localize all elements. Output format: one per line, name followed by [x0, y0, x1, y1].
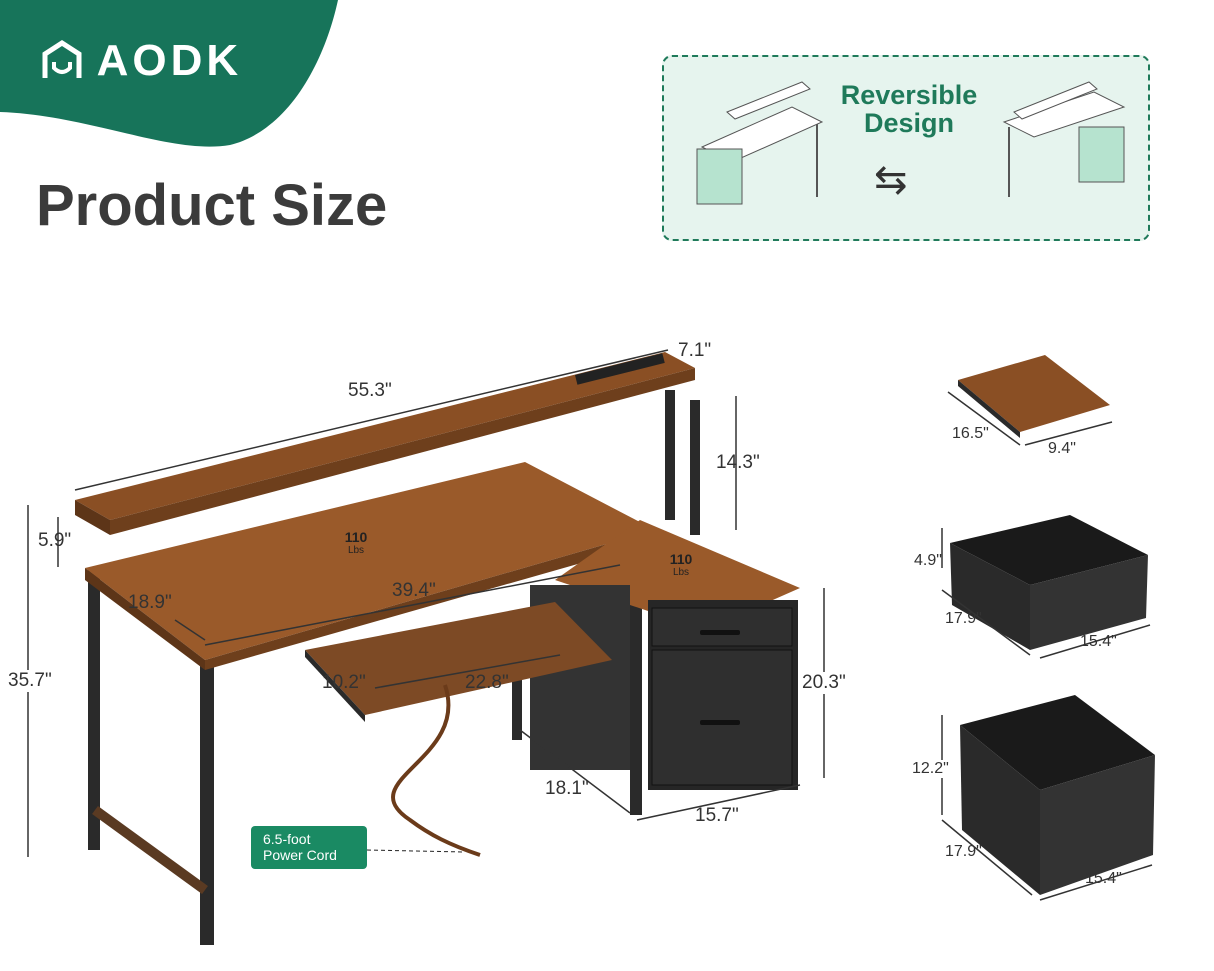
- dim-width: 55.3": [348, 380, 392, 401]
- dim-desk-depth: 18.9": [128, 592, 172, 613]
- dim-desk-top-width: 39.4": [392, 580, 436, 601]
- dim-shelf-height: 14.3": [716, 452, 760, 473]
- tray-part-depth: 16.5": [952, 425, 989, 442]
- dim-shelf-clearance: 5.9": [38, 530, 72, 551]
- desk-right-config-illustration: [1002, 81, 1126, 197]
- parts-illustration: [941, 355, 1155, 901]
- reversible-title-line2: Design: [863, 108, 955, 138]
- reversible-title-line1: Reversible: [840, 80, 978, 110]
- desk-left-config-illustration: [696, 81, 824, 205]
- dim-cabinet-width: 15.7": [695, 805, 739, 826]
- dim-cabinet-depth: 18.1": [545, 778, 589, 799]
- large-drawer-depth: 17.9": [945, 843, 982, 860]
- dim-tray-width: 22.8": [465, 672, 509, 693]
- power-cord-line2: Power Cord: [263, 847, 337, 863]
- brand-logo: AODK: [42, 36, 242, 86]
- load-value: 110: [344, 529, 368, 545]
- dim-desk-height: 35.7": [8, 670, 52, 692]
- brand-name: AODK: [96, 36, 243, 85]
- load-value: 110: [669, 551, 693, 567]
- swap-arrows-icon: ⇆: [874, 158, 908, 202]
- brand-banner: [0, 0, 338, 147]
- load-unit: Lbs: [347, 545, 365, 556]
- large-drawer-height: 12.2": [912, 760, 949, 778]
- dim-tray-depth: 10.2": [322, 672, 366, 693]
- large-drawer-width: 15.4": [1085, 870, 1122, 887]
- page-title: Product Size: [36, 173, 388, 238]
- desk-illustration: [27, 349, 825, 945]
- tray-part-width: 9.4": [1048, 440, 1076, 457]
- small-drawer-depth: 17.9": [945, 610, 982, 627]
- small-drawer-width: 15.4": [1080, 633, 1117, 650]
- dim-shelf-depth: 7.1": [678, 340, 712, 361]
- load-unit: Lbs: [672, 567, 690, 578]
- power-cord-line1: 6.5-foot: [263, 831, 311, 847]
- house-logo-icon: [42, 40, 82, 78]
- dim-cabinet-height: 20.3": [802, 672, 846, 694]
- small-drawer-height: 4.9": [914, 552, 942, 569]
